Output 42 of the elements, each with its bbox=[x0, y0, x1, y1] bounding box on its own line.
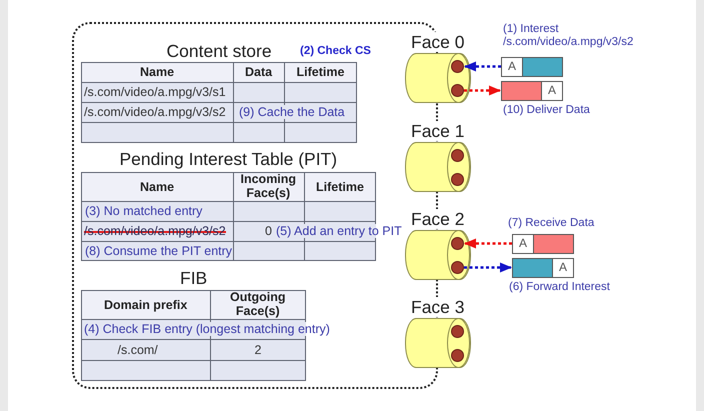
step-caption: (7) Receive Data bbox=[508, 217, 594, 230]
face-label: Face 0 bbox=[410, 32, 466, 52]
step-annotation: (5) Add an entry to PIT bbox=[276, 224, 402, 238]
table-entry: /s.com/video/a.mpg/v3/s2 bbox=[84, 105, 226, 120]
table-title: FIB bbox=[180, 268, 208, 288]
face-label: Face 3 bbox=[410, 296, 466, 317]
column-header: Name bbox=[140, 180, 174, 194]
face-label: Face 2 bbox=[410, 208, 466, 229]
column-header: Incoming Face(s) bbox=[240, 172, 296, 201]
packet bbox=[501, 57, 563, 77]
table-entry: 2 bbox=[254, 342, 262, 357]
arrow bbox=[464, 262, 512, 272]
step-annotation: (9) Cache the Data bbox=[239, 105, 345, 120]
arrow bbox=[464, 62, 501, 72]
step-caption: (6) Forward Interest bbox=[509, 281, 610, 294]
step-annotation: (4) Check FIB entry (longest matching entry) bbox=[84, 322, 330, 336]
table-entry: 0 bbox=[265, 224, 272, 238]
packet bbox=[512, 258, 574, 278]
packet-label: A bbox=[519, 237, 528, 251]
table-entry: /s.com/video/a.mpg/v3/s1 bbox=[84, 85, 226, 100]
table-title: Content store bbox=[166, 41, 272, 62]
column-header: Data bbox=[245, 65, 272, 80]
step-caption: (2) Check CS bbox=[300, 45, 371, 58]
step-annotation: (8) Consume the PIT entry bbox=[85, 244, 232, 258]
step-caption: (1) Interest /s.com/video/a.mpg/v3/s2 bbox=[503, 23, 634, 49]
column-header: Domain prefix bbox=[104, 298, 188, 312]
packet bbox=[501, 81, 563, 101]
column-header: Lifetime bbox=[296, 65, 344, 80]
column-header: Name bbox=[140, 65, 174, 80]
arrow bbox=[464, 238, 512, 248]
column-header: Outgoing Face(s) bbox=[230, 290, 286, 319]
table-title: Pending Interest Table (PIT) bbox=[120, 149, 338, 170]
packet-label: A bbox=[559, 261, 568, 275]
column-header: Lifetime bbox=[316, 180, 364, 194]
packet-label: A bbox=[508, 60, 516, 74]
step-caption: (10) Deliver Data bbox=[503, 104, 590, 117]
arrow bbox=[464, 86, 501, 96]
face-label: Face 1 bbox=[410, 120, 466, 141]
packet-label: A bbox=[548, 84, 556, 98]
table-entry: /s.com/ bbox=[118, 342, 158, 357]
packet bbox=[512, 234, 574, 254]
step-annotation: (3) No matched entry bbox=[85, 204, 202, 218]
